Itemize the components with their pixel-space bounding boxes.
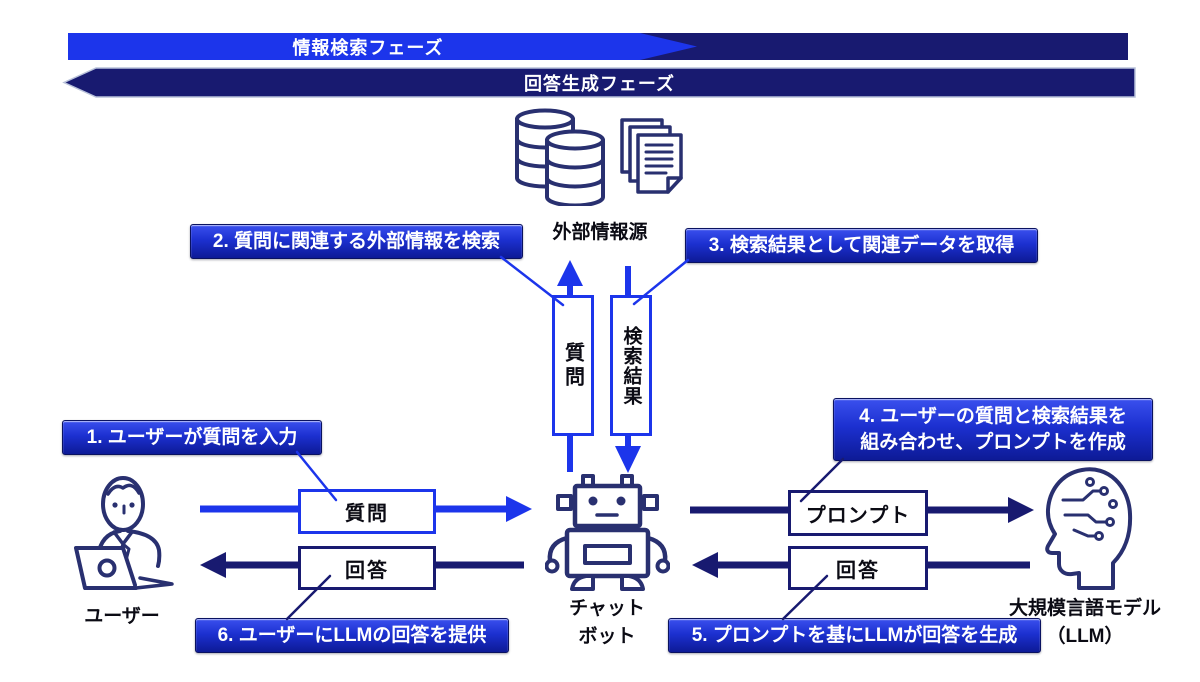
phase1-banner-arrow (68, 33, 697, 60)
step4-callout: 4. ユーザーの質問と検索結果を 組み合わせ、プロンプトを作成 (833, 398, 1153, 461)
chatbot-label: チャット ボット (547, 595, 667, 651)
llm-label: 大規模言語モデル （LLM） (980, 595, 1190, 651)
step4-line1: 4. ユーザーの質問と検索結果を (859, 405, 1127, 427)
external-source-label: 外部情報源 (552, 222, 648, 243)
question-box: 質問 (298, 489, 436, 534)
answer-to-user-box: 回答 (298, 546, 436, 590)
arrow-answer-left-head (200, 552, 226, 578)
search-results-vertical-box: 検索結果 (610, 295, 652, 436)
ai-head-icon (1045, 467, 1133, 590)
step1-callout: 1. ユーザーが質問を入力 (62, 420, 322, 455)
user-icon (74, 476, 174, 590)
arrow-answer-right-head (692, 552, 718, 578)
llm-label-line1: 大規模言語モデル (1008, 598, 1161, 619)
phase1-banner-label: 情報検索フェーズ (292, 37, 444, 58)
phase2-banner-arrow (62, 67, 1136, 98)
external-source-icons (515, 108, 683, 206)
arrow-prompt-head (1008, 497, 1034, 523)
answer-from-llm-box: 回答 (788, 546, 928, 590)
database-icon (515, 108, 605, 206)
step5-callout: 5. プロンプトを基にLLMが回答を生成 (668, 618, 1041, 653)
arrow-results-down-head (615, 446, 641, 473)
prompt-box: プロンプト (788, 490, 928, 536)
step4-line2: 組み合わせ、プロンプトを作成 (860, 431, 1126, 453)
chatbot-label-line1: チャット (569, 598, 645, 619)
chatbot-label-line2: ボット (578, 626, 636, 647)
arrow-question-up-head (557, 260, 583, 286)
arrow-question-head (506, 496, 532, 522)
documents-icon (620, 118, 683, 194)
user-label: ユーザー (84, 606, 160, 627)
llm-label-line2: （LLM） (1046, 626, 1124, 647)
phase2-banner-label: 回答生成フェーズ (523, 73, 676, 94)
step2-callout: 2. 質問に関連する外部情報を検索 (190, 224, 523, 259)
robot-icon (545, 474, 670, 591)
step6-callout: 6. ユーザーにLLMの回答を提供 (195, 618, 509, 653)
question-vertical-box: 質問 (552, 295, 594, 436)
step3-callout: 3. 検索結果として関連データを取得 (685, 228, 1038, 263)
